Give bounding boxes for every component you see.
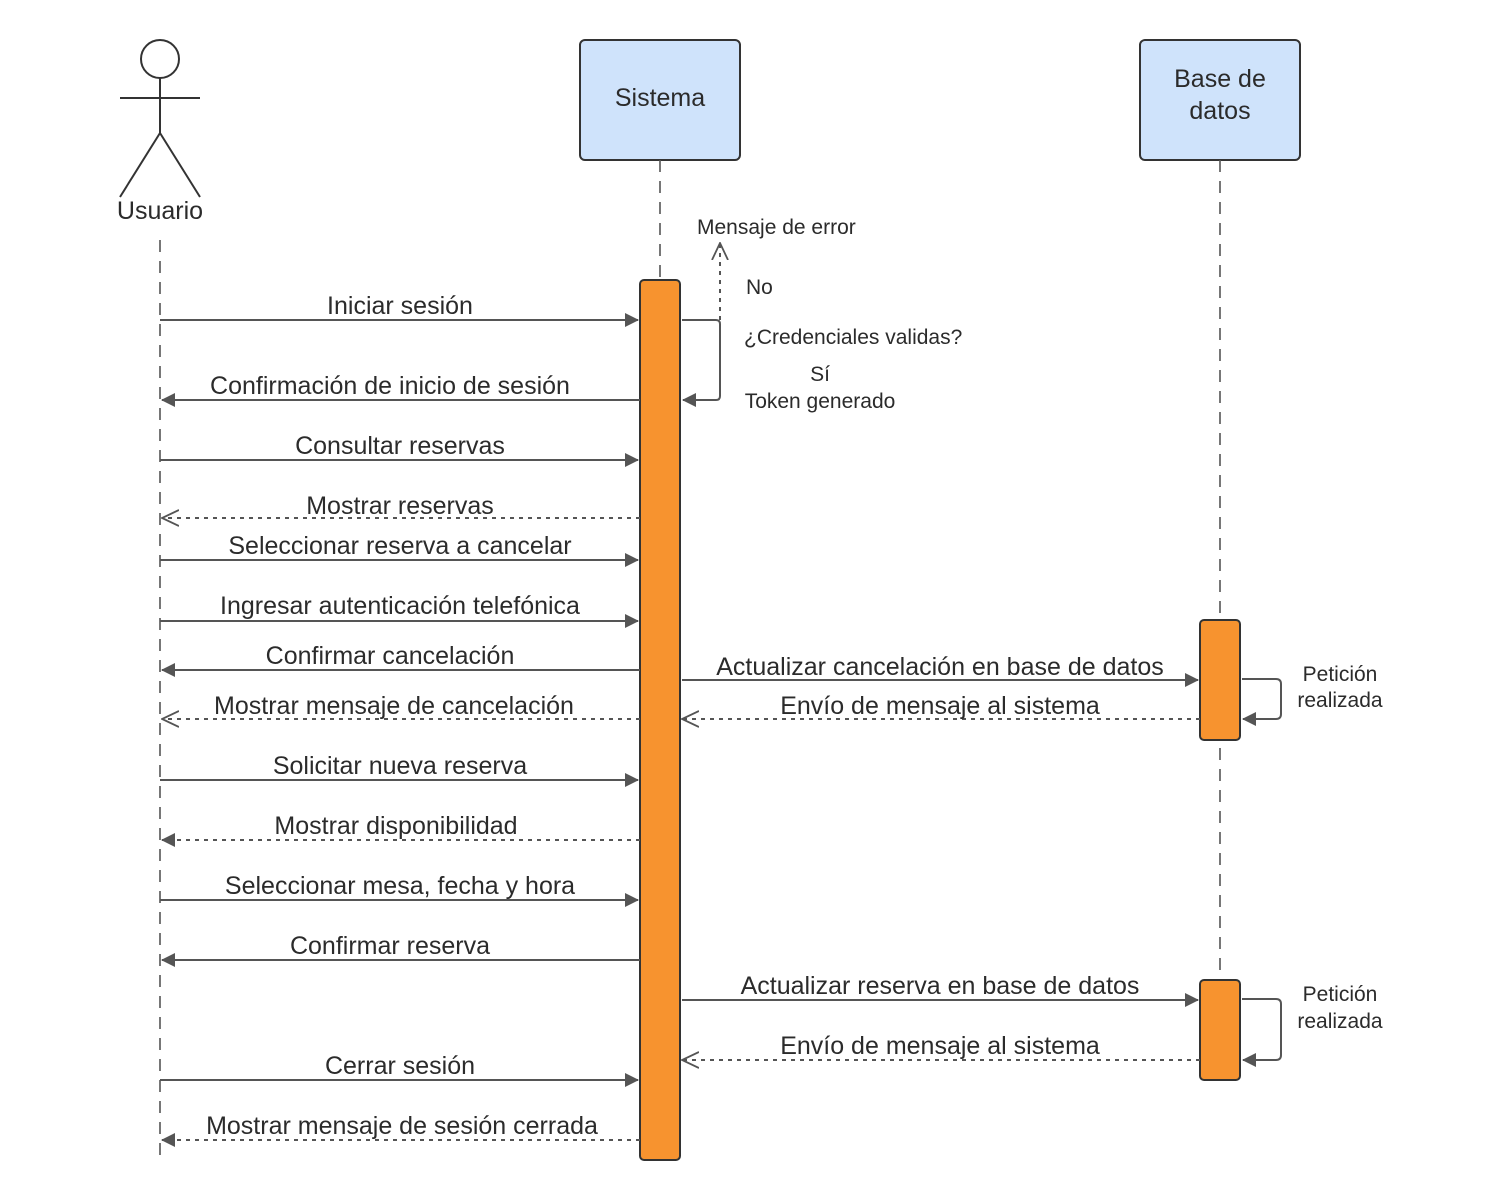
message-solicitar-nueva-reserva: Solicitar nueva reserva: [160, 752, 639, 787]
message-label: Cerrar sesión: [325, 1052, 475, 1080]
message-seleccionar-mesa: Seleccionar mesa, fecha y hora: [160, 872, 639, 907]
participant-label-line2: datos: [1189, 97, 1250, 125]
message-mostrar-sesion-cerrada: Mostrar mensaje de sesión cerrada: [161, 1112, 640, 1147]
message-label: Consultar reservas: [295, 432, 505, 460]
message-ingresar-autenticacion: Ingresar autenticación telefónica: [160, 592, 639, 628]
activation-bar-db-cancel: [1199, 619, 1241, 741]
login-check: Mensaje de error No ¿Credenciales valida…: [682, 216, 962, 413]
message-actualizar-cancelacion: Actualizar cancelación en base de datos: [682, 653, 1199, 687]
message-mostrar-reservas: Mostrar reservas: [162, 492, 640, 520]
participant-sistema: Sistema: [579, 39, 741, 161]
message-cerrar-sesion: Cerrar sesión: [160, 1052, 639, 1087]
yes-label: Sí: [810, 363, 830, 386]
message-mostrar-disponibilidad: Mostrar disponibilidad: [161, 812, 640, 847]
message-confirmar-cancelacion: Confirmar cancelación: [161, 642, 640, 677]
message-label: Seleccionar mesa, fecha y hora: [225, 872, 575, 900]
self-note-line2: realizada: [1297, 1010, 1383, 1033]
message-label: Confirmar reserva: [290, 932, 490, 960]
message-label: Iniciar sesión: [327, 292, 473, 320]
actor-head-icon: [140, 39, 180, 79]
message-mostrar-mensaje-cancelacion: Mostrar mensaje de cancelación: [162, 692, 640, 720]
no-label: No: [746, 276, 773, 299]
db-self-call-cancel: Petición realizada: [1242, 663, 1383, 726]
error-label: Mensaje de error: [697, 216, 856, 239]
token-label: Token generado: [745, 390, 896, 413]
message-label: Mostrar reservas: [306, 492, 494, 520]
message-label: Envío de mensaje al sistema: [780, 692, 1100, 720]
message-label: Mostrar mensaje de cancelación: [214, 692, 574, 720]
actor-leg-right-icon: [159, 132, 201, 198]
message-confirmar-reserva: Confirmar reserva: [161, 932, 640, 967]
db-self-call-reserve: Petición realizada: [1242, 983, 1383, 1067]
message-envio-mensaje-2: Envío de mensaje al sistema: [682, 1032, 1200, 1060]
message-label: Solicitar nueva reserva: [273, 752, 527, 780]
message-confirmacion-inicio: Confirmación de inicio de sesión: [161, 372, 640, 407]
self-note-line2: realizada: [1297, 689, 1383, 712]
self-call-arrow: [1242, 678, 1282, 726]
actor-usuario: Usuario: [117, 39, 203, 225]
message-label: Actualizar reserva en base de datos: [741, 972, 1140, 1000]
message-seleccionar-reserva: Seleccionar reserva a cancelar: [160, 532, 639, 567]
message-label: Confirmación de inicio de sesión: [210, 372, 570, 400]
activation-bar-db-reserve: [1199, 979, 1241, 1081]
question-label: ¿Credenciales validas?: [744, 326, 962, 349]
message-actualizar-reserva: Actualizar reserva en base de datos: [682, 972, 1199, 1007]
actor-label: Usuario: [117, 197, 203, 225]
participant-label-line1: Base de: [1174, 65, 1266, 93]
message-label: Actualizar cancelación en base de datos: [716, 653, 1164, 681]
message-iniciar-sesion: Iniciar sesión: [160, 292, 639, 327]
self-call-arrow: [1242, 998, 1282, 1067]
self-note-line1: Petición: [1303, 663, 1378, 686]
message-label: Mostrar disponibilidad: [274, 812, 517, 840]
message-label: Ingresar autenticación telefónica: [220, 592, 580, 620]
self-call-arrow: [682, 319, 721, 407]
message-consultar-reservas: Consultar reservas: [160, 432, 639, 467]
activation-bar-sistema: [639, 279, 681, 1161]
self-note-line1: Petición: [1303, 983, 1378, 1006]
actor-leg-left-icon: [119, 132, 161, 198]
message-envio-mensaje-1: Envío de mensaje al sistema: [682, 692, 1200, 720]
participant-base-de-datos: Base de datos: [1139, 39, 1301, 161]
participant-label: Sistema: [615, 84, 705, 112]
message-label: Seleccionar reserva a cancelar: [228, 532, 571, 560]
message-label: Mostrar mensaje de sesión cerrada: [206, 1112, 598, 1140]
message-label: Confirmar cancelación: [266, 642, 515, 670]
message-label: Envío de mensaje al sistema: [780, 1032, 1100, 1060]
